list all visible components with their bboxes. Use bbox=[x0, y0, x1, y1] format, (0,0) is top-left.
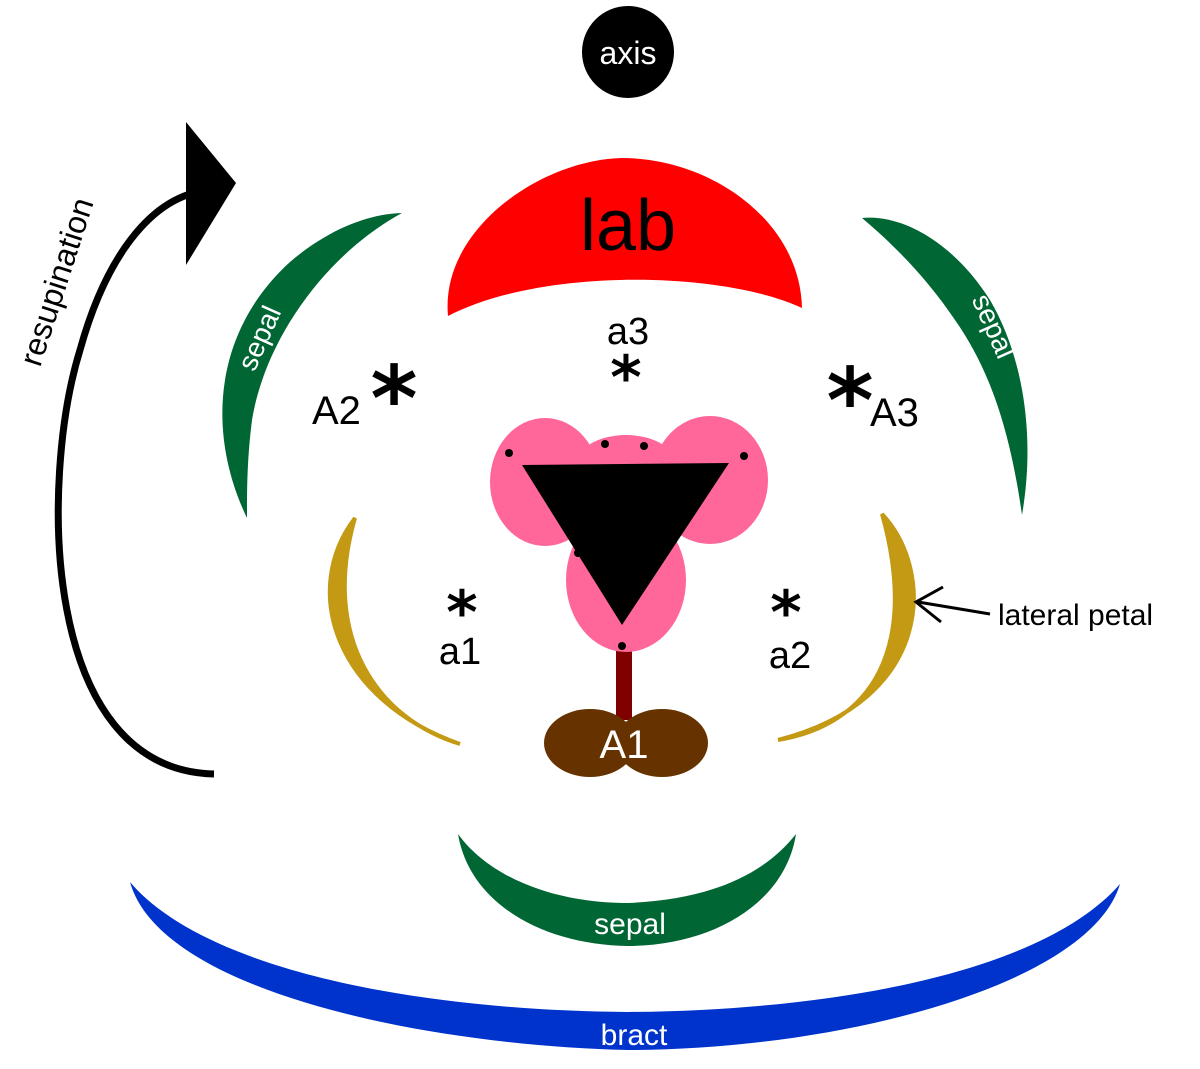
anther-A3-label: A3 bbox=[870, 391, 919, 435]
anther-A2: A2 * bbox=[312, 347, 418, 452]
staminode-a2-star: * bbox=[770, 578, 801, 648]
column-dot bbox=[505, 449, 513, 457]
staminode-a3: a3 * bbox=[607, 311, 649, 413]
stalk bbox=[616, 640, 632, 720]
column-dot bbox=[740, 452, 748, 460]
resupination-arrow: resupination bbox=[12, 122, 236, 778]
column-dot bbox=[640, 442, 648, 450]
lateral-petal-left-shape bbox=[327, 516, 461, 746]
anther-A1: A1 bbox=[544, 709, 708, 777]
column-dot bbox=[658, 552, 666, 560]
anther-A2-label: A2 bbox=[312, 389, 361, 433]
column-dot bbox=[618, 642, 626, 650]
sepal-right: sepal bbox=[862, 217, 1028, 515]
column-dot bbox=[566, 524, 574, 532]
resupination-arrow-head bbox=[186, 122, 236, 265]
sepal-bottom-label: sepal bbox=[594, 908, 666, 941]
anther-A1-label: A1 bbox=[600, 723, 649, 767]
lateral-petal-label: lateral petal bbox=[998, 599, 1153, 632]
bract-label: bract bbox=[601, 1019, 668, 1052]
column-dot bbox=[601, 440, 609, 448]
anther-A2-star: * bbox=[370, 347, 417, 452]
sepal-right-shape bbox=[862, 217, 1028, 515]
anther-A3-star: * bbox=[826, 349, 873, 454]
pointer-line bbox=[917, 600, 991, 616]
resupination-label: resupination bbox=[12, 193, 100, 370]
lateral-petal-pointer: lateral petal bbox=[913, 585, 1153, 632]
axis-node: axis bbox=[582, 6, 674, 98]
anther-A1-left-lobe bbox=[544, 709, 636, 777]
column-dots bbox=[505, 440, 748, 650]
staminode-a1-label: a1 bbox=[439, 631, 481, 673]
column-dot bbox=[676, 524, 684, 532]
column-center-triangle bbox=[522, 463, 729, 625]
staminode-a1: * a1 bbox=[439, 578, 481, 673]
pointer-arrow-head bbox=[913, 585, 944, 624]
labellum: lab bbox=[447, 158, 802, 316]
column bbox=[490, 416, 768, 652]
sepal-left-shape bbox=[222, 213, 402, 518]
lateral-petal-right bbox=[777, 512, 916, 742]
column-dot bbox=[574, 549, 582, 557]
axis-circle bbox=[582, 6, 674, 98]
bract: bract bbox=[130, 882, 1120, 1052]
staminode-a2-label: a2 bbox=[769, 635, 811, 677]
labellum-shape bbox=[447, 158, 802, 316]
anther-A1-right-lobe bbox=[616, 709, 708, 777]
axis-label: axis bbox=[600, 35, 657, 71]
lateral-petal-left bbox=[327, 516, 461, 746]
anther-A3: * A3 bbox=[826, 349, 918, 454]
sepal-bottom: sepal bbox=[458, 834, 796, 946]
sepal-bottom-shape bbox=[458, 834, 796, 946]
bract-shape bbox=[130, 882, 1120, 1050]
resupination-arrow-curve bbox=[54, 186, 215, 778]
labellum-label: lab bbox=[580, 186, 676, 266]
staminode-a2: * a2 bbox=[769, 578, 811, 677]
lateral-petal-right-shape bbox=[777, 512, 916, 742]
staminode-a1-star: * bbox=[446, 578, 477, 648]
staminode-a3-label: a3 bbox=[607, 311, 649, 353]
staminode-a3-star: * bbox=[610, 343, 641, 413]
